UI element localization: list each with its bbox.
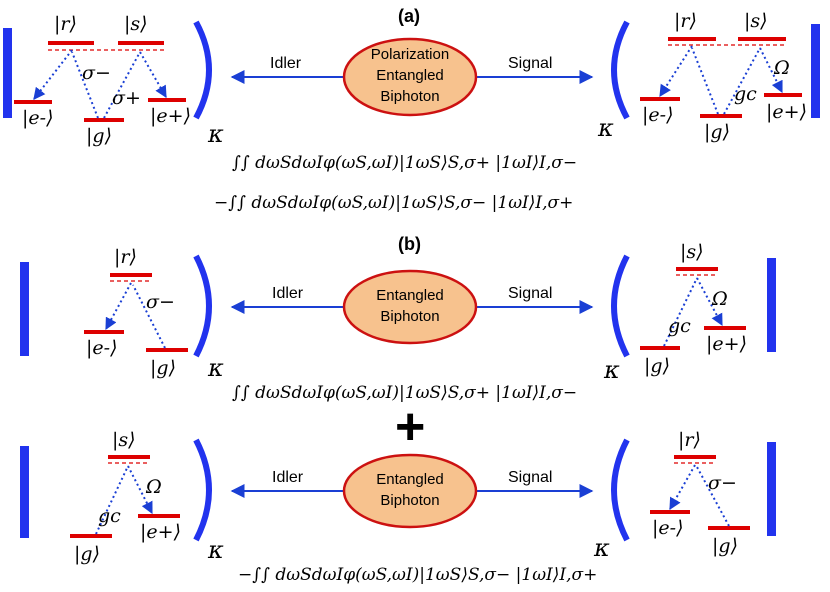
left-cavity-lens	[193, 254, 212, 358]
right-cavity-lens	[611, 254, 630, 358]
biphoton-source	[342, 269, 478, 345]
transition-r-to-e-minus	[105, 282, 132, 331]
ket-e-minus: |e-⟩	[642, 104, 673, 126]
ket-e-minus: |e-⟩	[86, 337, 117, 359]
formula-line: −∫∫ dωSdωIφ(ωS,ωI)|1ωS⟩S,σ− |1ωI⟩I,σ+	[238, 565, 597, 585]
ket-e-plus: |e+⟩	[140, 521, 181, 543]
omega-label: Ω	[711, 288, 728, 310]
ket-s: |s⟩	[124, 13, 148, 35]
left-atom-a: |r⟩ |s⟩ |e-⟩ |g⟩ |e+⟩ σ− σ+	[14, 13, 191, 147]
ket-g: |g⟩	[704, 121, 730, 143]
right-mirror	[811, 24, 820, 118]
panel-a-label: (a)	[398, 6, 420, 26]
gc-label: gc	[734, 83, 757, 105]
formula-line-1: ∫∫ dωSdωIφ(ωS,ωI)|1ωS⟩S,σ+ |1ωI⟩I,σ−	[232, 153, 577, 173]
left-atom-b-top: |r⟩ |e-⟩ |g⟩ σ−	[84, 246, 188, 379]
panel-b-top: |r⟩ |e-⟩ |g⟩ σ− Idler Signal Entangled B…	[20, 241, 776, 403]
signal-label: Signal	[508, 469, 552, 486]
ket-e-minus: |e-⟩	[22, 107, 53, 129]
omega-label: Ω	[145, 476, 162, 498]
ket-g: |g⟩	[712, 535, 738, 557]
kappa-left: κ	[207, 536, 224, 564]
ket-r: |r⟩	[114, 246, 137, 268]
right-atom-a: |r⟩ |s⟩ |e-⟩ |g⟩ |e+⟩ gc Ω	[640, 10, 807, 143]
left-cavity-lens	[193, 20, 212, 120]
ket-g: |g⟩	[74, 543, 100, 565]
biphoton-source	[342, 37, 478, 117]
idler-label: Idler	[272, 285, 304, 302]
ket-e-plus: |e+⟩	[766, 101, 807, 123]
sigma-plus-label: σ+	[112, 87, 141, 109]
gc-label: gc	[98, 505, 121, 527]
signal-label: Signal	[508, 55, 552, 72]
omega-label: Ω	[773, 57, 790, 79]
sigma-minus-label: σ−	[146, 291, 175, 313]
sigma-minus-label: σ−	[82, 62, 111, 84]
source-line-2: Biphoton	[380, 492, 439, 509]
panel-b: (b) |r⟩ |e-⟩ |g⟩ σ− Idler Signal	[20, 234, 776, 585]
ket-e-plus: |e+⟩	[706, 333, 747, 355]
panel-b-bottom: |s⟩ |g⟩ |e+⟩ gc Ω Idler Signal Entangled…	[20, 429, 776, 585]
source-line-2: Biphoton	[380, 308, 439, 325]
transition-s-to-e-plus	[696, 277, 723, 327]
ket-r: |r⟩	[678, 429, 701, 451]
left-mirror	[3, 28, 12, 118]
source-line-3: Biphoton	[380, 88, 439, 105]
ket-g: |g⟩	[150, 357, 176, 379]
panel-b-label: (b)	[398, 234, 421, 254]
kappa-right: κ	[593, 534, 610, 562]
transition-r-to-e-minus	[659, 45, 693, 98]
transition-g-to-r	[691, 47, 719, 115]
right-cavity-lens	[611, 438, 630, 542]
sigma-minus-label: σ−	[708, 472, 737, 494]
ket-s: |s⟩	[744, 10, 768, 32]
source-line-1: Entangled	[376, 471, 444, 488]
transition-g-to-r	[696, 466, 730, 527]
ket-r: |r⟩	[54, 13, 77, 35]
left-mirror	[20, 446, 29, 538]
ket-g: |g⟩	[644, 355, 670, 377]
right-atom-b-bottom: |r⟩ |e-⟩ |g⟩ σ−	[650, 429, 750, 557]
transition-g-to-r	[71, 51, 99, 119]
left-cavity-lens	[193, 438, 212, 542]
ket-e-minus: |e-⟩	[652, 517, 683, 539]
kappa-right: κ	[603, 356, 620, 384]
source-line-1: Polarization	[371, 46, 449, 63]
right-mirror	[767, 442, 776, 536]
ket-s: |s⟩	[112, 429, 136, 451]
right-cavity-lens	[611, 20, 630, 120]
kappa-left: κ	[207, 354, 224, 382]
right-mirror	[767, 258, 776, 352]
signal-label: Signal	[508, 285, 552, 302]
transition-s-to-e-plus	[127, 465, 153, 515]
ket-r: |r⟩	[674, 10, 697, 32]
biphoton-source	[342, 453, 478, 529]
ket-s: |s⟩	[680, 241, 704, 263]
kappa-left: κ	[207, 120, 224, 148]
gc-label: gc	[668, 315, 691, 337]
ket-g: |g⟩	[86, 125, 112, 147]
formula-line-2: −∫∫ dωSdωIφ(ωS,ωI)|1ωS⟩S,σ− |1ωI⟩I,σ+	[214, 193, 573, 213]
source-line-2: Entangled	[376, 67, 444, 84]
left-atom-b-bottom: |s⟩ |g⟩ |e+⟩ gc Ω	[70, 429, 181, 565]
idler-label: Idler	[270, 55, 302, 72]
source-line-1: Entangled	[376, 287, 444, 304]
transition-r-to-e-minus	[33, 49, 73, 100]
kappa-right: κ	[597, 114, 614, 142]
panel-a: (a) |r⟩ |s⟩ |e-⟩ |g⟩ |e+⟩ σ− σ+ Idle	[3, 6, 820, 213]
left-mirror	[20, 262, 29, 356]
idler-label: Idler	[272, 469, 304, 486]
formula-line: ∫∫ dωSdωIφ(ωS,ωI)|1ωS⟩S,σ+ |1ωI⟩I,σ−	[232, 383, 577, 403]
ket-e-plus: |e+⟩	[150, 105, 191, 127]
transition-s-to-e-plus	[139, 51, 167, 99]
right-atom-b-top: |s⟩ |g⟩ |e+⟩ gc Ω	[640, 241, 747, 377]
plus-sign: +	[395, 398, 425, 456]
transition-r-to-e-minus	[669, 464, 696, 511]
transition-g-to-r	[132, 284, 166, 349]
transition-s-to-e-plus	[759, 47, 783, 94]
